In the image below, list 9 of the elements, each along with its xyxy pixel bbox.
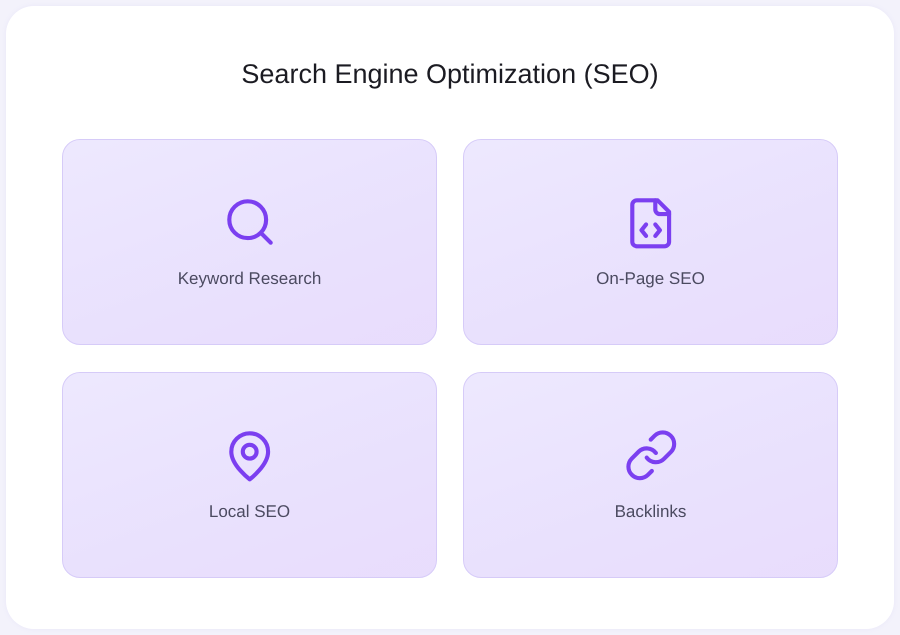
card-label: Local SEO — [208, 501, 290, 523]
topic-card — [62, 139, 437, 345]
topic-card — [62, 372, 437, 578]
diagram-title: Search Engine Optimization (SEO) — [241, 58, 659, 90]
card-label: Backlinks — [614, 501, 686, 523]
topic-card — [463, 139, 838, 345]
topic-card — [463, 372, 838, 578]
card-label: Keyword Research — [178, 268, 322, 290]
card-label: On-Page SEO — [596, 268, 705, 290]
